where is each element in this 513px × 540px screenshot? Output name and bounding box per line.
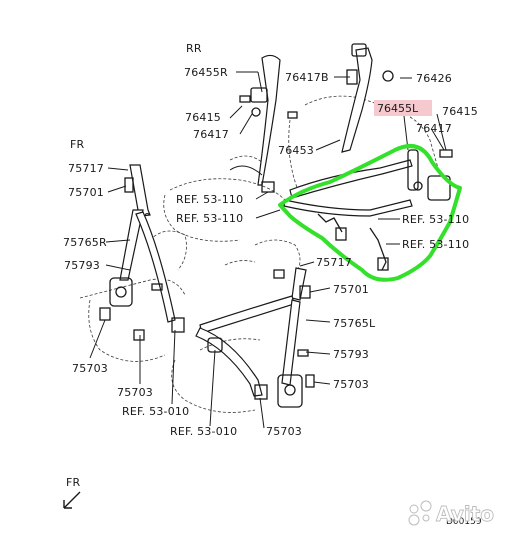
rear-left-belt-76455L	[283, 43, 453, 271]
label-76455R: 76455R	[184, 66, 228, 79]
label-75701-left: 75701	[68, 186, 104, 199]
front-left-belt-75765L	[195, 267, 315, 408]
label-fr-bottom: FR	[66, 476, 81, 489]
label-76455L: 76455L	[377, 102, 419, 115]
label-ref-53-110-a: REF. 53-110	[176, 193, 243, 206]
label-75717-left: 75717	[68, 162, 104, 175]
label-ref-53-110-c: REF. 53-110	[402, 213, 469, 226]
front-direction-arrow-icon	[63, 491, 81, 509]
leader-lines	[89, 71, 447, 429]
label-rr: RR	[186, 42, 202, 55]
label-76453: 76453	[278, 144, 314, 157]
label-76417-left: 76417	[193, 128, 229, 141]
label-75793-left: 75793	[64, 259, 100, 272]
label-75703-left2: 75703	[117, 386, 153, 399]
front-right-seat-outline	[171, 239, 301, 413]
label-75703-left: 75703	[72, 362, 108, 375]
label-76417B: 76417B	[285, 71, 329, 84]
avito-watermark-text: Avito	[436, 502, 494, 526]
avito-watermark: Avito	[408, 500, 494, 526]
label-75793-right: 75793	[333, 348, 369, 361]
front-left-seat-outline	[79, 230, 187, 362]
label-75701-right: 75701	[333, 283, 369, 296]
label-ref-53-110-b: REF. 53-110	[176, 212, 243, 225]
label-75717-right: 75717	[316, 256, 352, 269]
highlight-box	[374, 100, 432, 116]
label-75703-lower: 75703	[266, 425, 302, 438]
highlight-outline	[278, 144, 462, 282]
label-76426: 76426	[416, 72, 452, 85]
label-ref-53-010-b: REF. 53-010	[170, 425, 237, 438]
label-75765L: 75765L	[333, 317, 376, 330]
label-76415-left: 76415	[185, 111, 221, 124]
label-ref-53-010-a: REF. 53-010	[122, 405, 189, 418]
front-right-belt-75765R	[99, 164, 185, 341]
label-76417-right: 76417	[416, 122, 452, 135]
diagram-code: D00159	[446, 517, 482, 527]
label-ref-53-110-d: REF. 53-110	[402, 238, 469, 251]
label-76415-right: 76415	[442, 105, 478, 118]
label-75765R: 75765R	[63, 236, 107, 249]
rear-right-belt-76455R	[229, 54, 298, 193]
label-75703-right: 75703	[333, 378, 369, 391]
label-fr-top: FR	[70, 138, 85, 151]
